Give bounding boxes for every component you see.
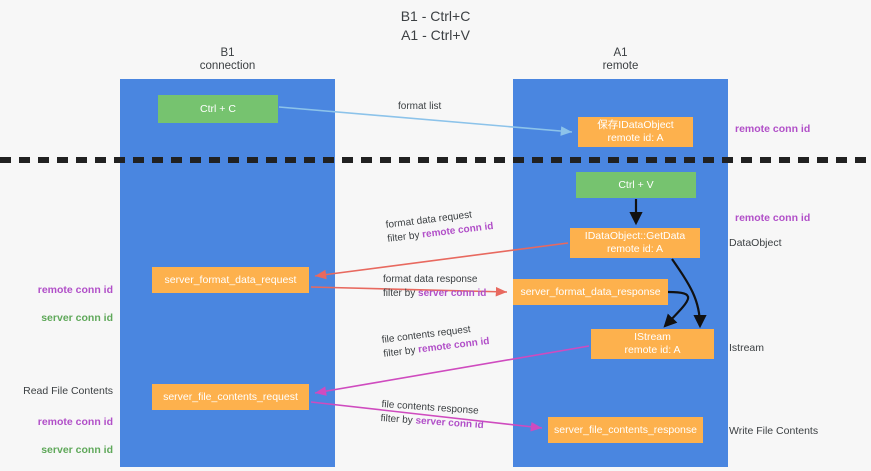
- lane-header-b1: B1 connection: [199, 47, 256, 72]
- filter-key: server conn id: [418, 288, 487, 299]
- edge-label-file-contents-request: file contents request filter by remote c…: [381, 321, 490, 362]
- filter-prefix: filter by: [382, 344, 419, 360]
- edge-label-format-list: format list: [398, 101, 442, 112]
- annotation-read-file-contents: Read File Contents: [23, 385, 113, 397]
- filter-prefix: filter by: [380, 412, 416, 427]
- edge-label-file-contents-response: file contents response filter by server …: [380, 398, 485, 433]
- annotation-remote-conn-id-mid: remote conn id: [735, 212, 811, 224]
- annotation-conn-ids-format: remote conn id server conn id: [0, 269, 113, 339]
- annotation-server-conn-id-left: server conn id: [41, 312, 113, 324]
- edge-label-line-2: filter by server conn id: [383, 287, 486, 301]
- annotation-remote-conn-id-left-2: remote conn id: [37, 416, 113, 428]
- annotation-write-file-contents: Write File Contents: [729, 425, 819, 437]
- edge-label-line-1: format data response: [383, 274, 478, 285]
- node-idataobject-getdata[interactable]: IDataObject::GetData remote id: A: [570, 228, 700, 258]
- annotation-dataobject: DataObject: [729, 237, 782, 249]
- node-server-format-data-response[interactable]: server_format_data_response: [513, 279, 668, 305]
- lane-header-a1: A1 remote: [602, 47, 639, 72]
- edge-label-format-data-request: format data request filter by remote con…: [385, 206, 494, 247]
- node-istream[interactable]: IStream remote id: A: [591, 329, 714, 359]
- page-title: B1 - Ctrl+C A1 - Ctrl+V: [400, 8, 471, 43]
- edge-label-format-data-response: format data response filter by server co…: [383, 273, 486, 301]
- divider-dashed: [0, 157, 871, 163]
- node-save-idataobject[interactable]: 保存IDataObject remote id: A: [578, 117, 693, 147]
- annotation-conn-ids-file: remote conn id server conn id: [0, 401, 113, 471]
- filter-prefix: filter by: [383, 288, 419, 299]
- node-server-format-data-request[interactable]: server_format_data_request: [152, 267, 309, 293]
- node-server-file-contents-response[interactable]: server_file_contents_response: [548, 417, 703, 443]
- annotation-remote-conn-id-left: remote conn id: [37, 284, 113, 296]
- annotation-server-conn-id-left-2: server conn id: [41, 444, 113, 456]
- annotation-istream: Istream: [729, 342, 765, 354]
- node-server-file-contents-request[interactable]: server_file_contents_request: [152, 384, 309, 410]
- filter-key: server conn id: [415, 415, 485, 432]
- node-ctrl-v[interactable]: Ctrl + V: [576, 172, 696, 198]
- node-ctrl-c[interactable]: Ctrl + C: [158, 95, 278, 123]
- filter-prefix: filter by: [386, 229, 423, 245]
- annotation-remote-conn-id-top: remote conn id: [735, 123, 811, 135]
